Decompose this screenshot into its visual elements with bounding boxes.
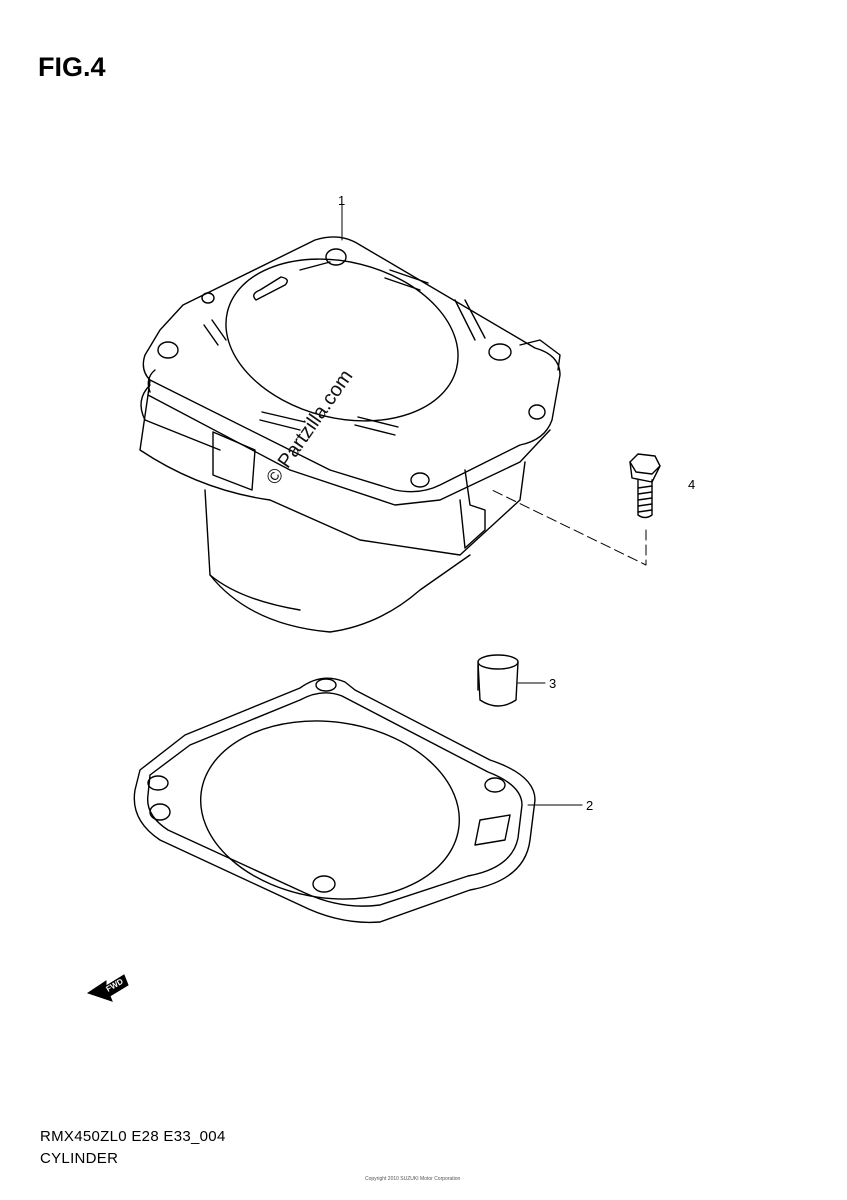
bolt-part bbox=[629, 453, 661, 519]
gasket-part bbox=[133, 677, 536, 924]
cylinder-part bbox=[139, 236, 561, 633]
leader-lines bbox=[341, 204, 647, 806]
callout-4: 4 bbox=[688, 477, 695, 492]
fwd-arrow-icon: FWD bbox=[86, 974, 129, 1002]
callout-1: 1 bbox=[338, 193, 345, 208]
watermark-text: © Partzilla.com bbox=[262, 366, 357, 489]
callout-3: 3 bbox=[549, 676, 556, 691]
callout-2: 2 bbox=[586, 798, 593, 813]
figure-title: FIG.4 bbox=[38, 52, 106, 82]
diagram-name: CYLINDER bbox=[40, 1150, 119, 1167]
diagram-code: RMX450ZL0 E28 E33_004 bbox=[40, 1128, 226, 1145]
dowel-part bbox=[477, 654, 519, 707]
footer-fine-print: Copyright 2010 SUZUKI Motor Corporation bbox=[365, 1176, 461, 1182]
leader-4 bbox=[491, 489, 647, 566]
